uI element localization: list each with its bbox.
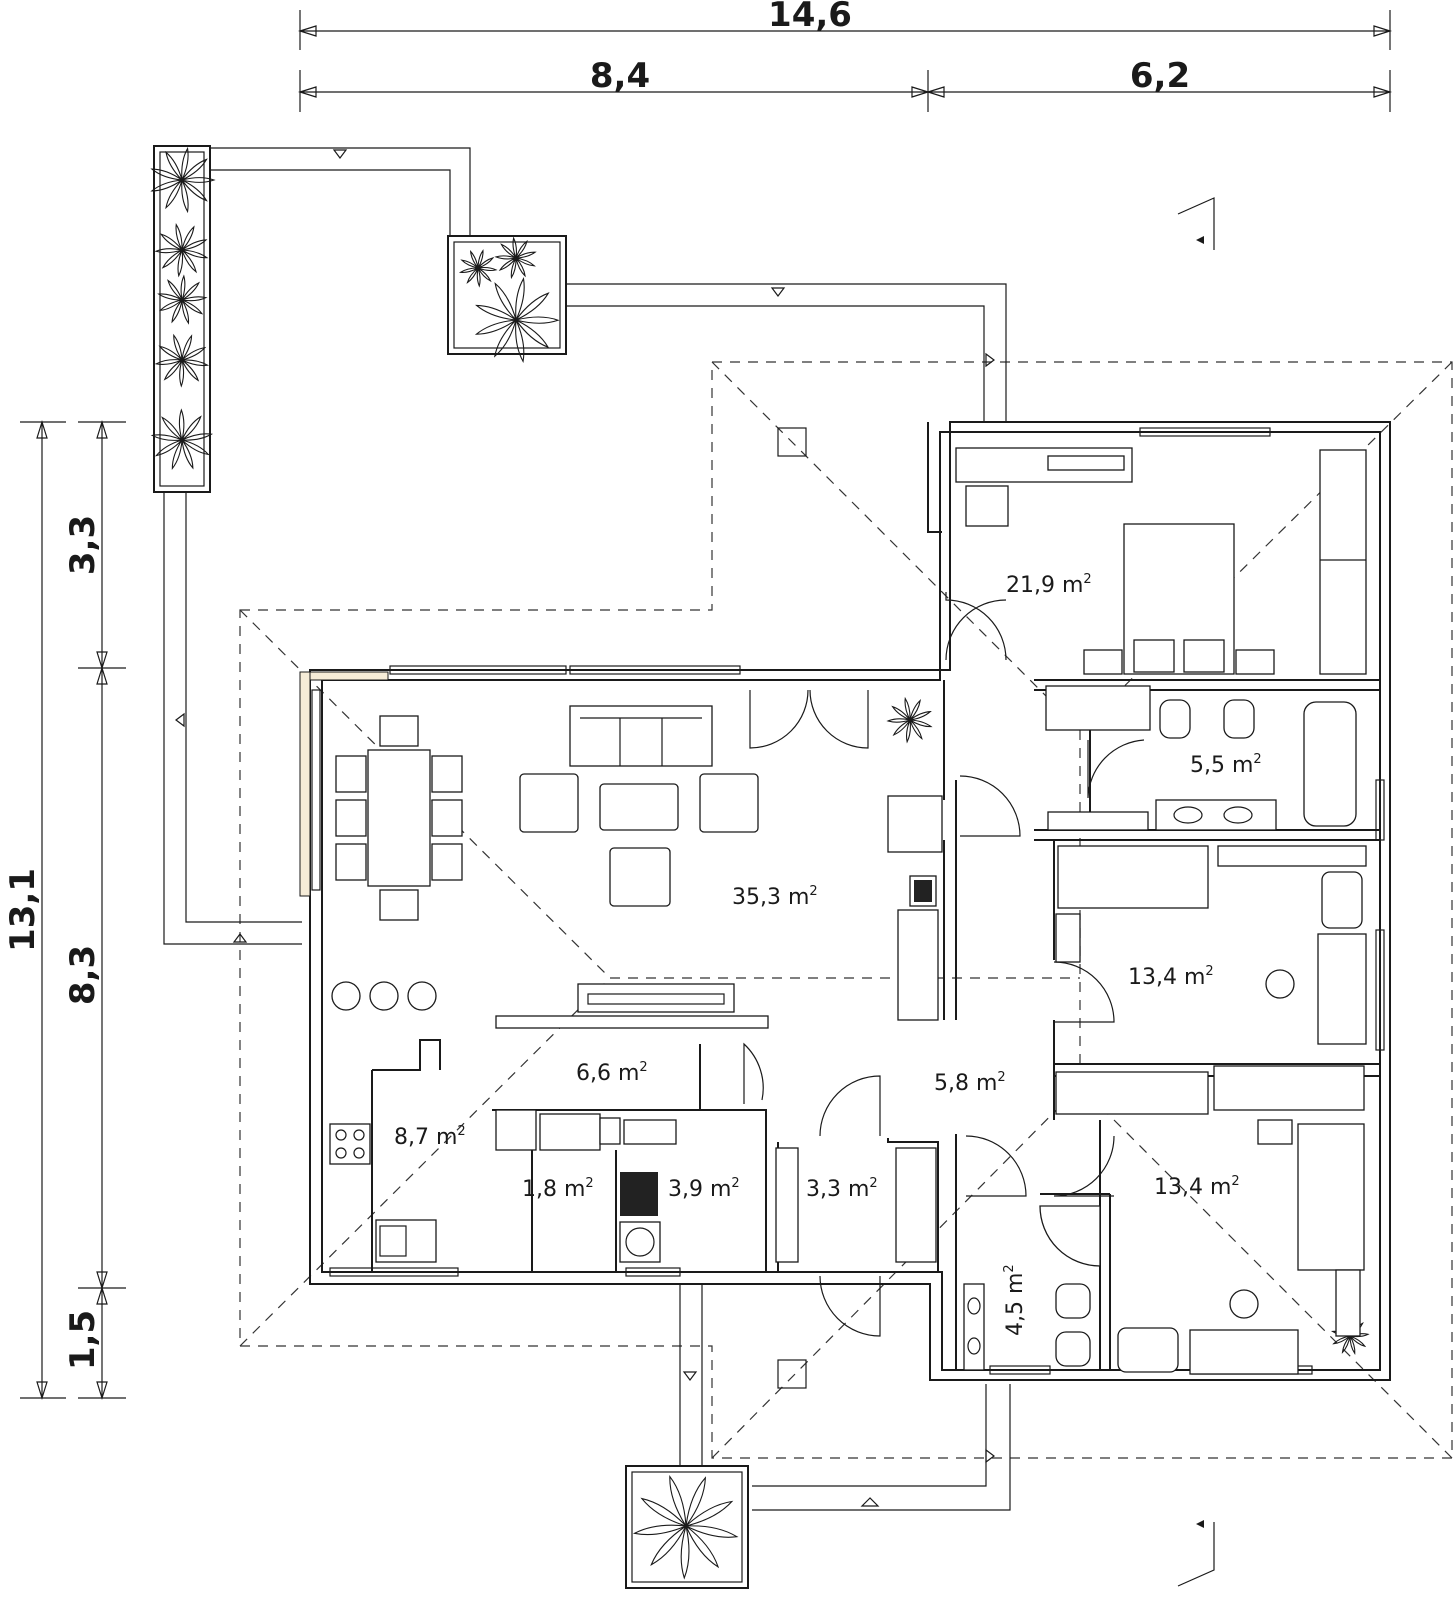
dimension-left: 13,1 3,3 8,3 1,5 [3,419,126,1401]
plant-icon [886,696,933,744]
area-kitchen: 8,7 m2 [394,1124,466,1150]
plant-icon [632,1475,739,1580]
plant-icon [458,249,498,288]
area-living-room: 35,3 m2 [732,884,818,910]
area-corridor: 5,8 m2 [934,1070,1006,1096]
section-markers [1177,197,1215,1587]
total-width-label: 14,6 [768,0,852,35]
area-bathroom-lower: 4,5 m2 [1002,1264,1028,1336]
plant-icon [157,274,208,325]
plant-icon [474,277,560,364]
area-bathroom-upper: 5,5 m2 [1190,752,1262,778]
area-bedroom-middle: 13,4 m2 [1128,964,1214,990]
area-master-bedroom: 21,9 m2 [1006,572,1092,598]
area-hall: 6,6 m2 [576,1060,648,1086]
drainage-lines [163,147,1011,1511]
right-width-label: 6,2 [1130,56,1190,96]
left-width-label: 8,4 [590,56,650,96]
area-bedroom-lower: 13,4 m2 [1154,1174,1240,1200]
planter-bottom [625,1465,749,1589]
mid-depth-label: 8,3 [63,945,103,1005]
plant-icon [154,223,209,278]
doors [743,592,1145,1337]
walls [299,421,1391,1381]
plant-icon [494,236,537,280]
furniture [329,447,1367,1375]
area-entrance: 3,3 m2 [806,1176,878,1202]
top-depth-label: 3,3 [63,515,103,575]
dimension-top: 14,6 8,4 6,2 [297,0,1393,112]
planter-top [447,235,567,355]
planter-left [153,145,211,493]
area-utility: 3,9 m2 [668,1176,740,1202]
room-labels: 21,9 m2 5,5 m2 35,3 m2 13,4 m2 6,6 m2 5,… [394,572,1262,1336]
area-wc: 1,8 m2 [522,1176,594,1202]
plant-icon [150,408,214,470]
plant-icon [150,146,216,214]
plants [150,146,1370,1580]
bottom-depth-label: 1,5 [63,1310,103,1370]
roof-outline [239,361,1453,1459]
plant-icon [154,333,210,388]
total-depth-label: 13,1 [3,868,43,952]
